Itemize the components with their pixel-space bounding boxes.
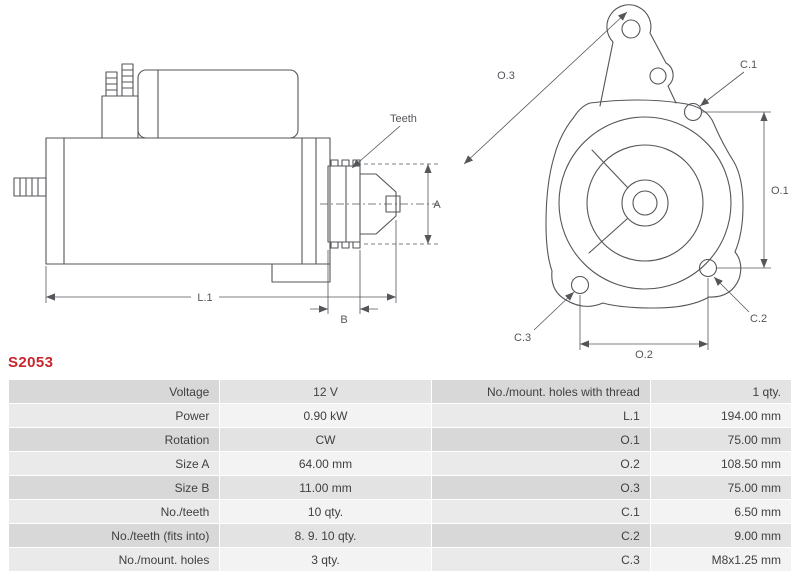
spec-label: O.1 [431, 428, 650, 451]
starter-front-view-drawing: O.3 C.1 O.1 C.2 C.3 O.2 [463, 4, 789, 361]
dim-label-o3: O.3 [497, 70, 515, 82]
spec-value: 11.00 mm [220, 476, 431, 499]
spec-value: 10 qty. [220, 500, 431, 523]
spec-value: 12 V [220, 380, 431, 403]
dim-label-o2: O.2 [635, 349, 653, 361]
spec-value: 3 qty. [220, 548, 431, 571]
mounting-flange-outline [545, 4, 744, 309]
spec-value: 75.00 mm [650, 428, 791, 451]
spec-row: Rotation CW O.1 75.00 mm [9, 428, 791, 451]
spec-value: 194.00 mm [650, 404, 791, 427]
spec-value: M8x1.25 mm [650, 548, 791, 571]
spec-value: CW [220, 428, 431, 451]
spec-label: L.1 [431, 404, 650, 427]
dim-label-c2: C.2 [750, 313, 767, 325]
spec-label: C.1 [431, 500, 650, 523]
dimension-lines [45, 125, 438, 314]
spec-value: 9.00 mm [650, 524, 791, 547]
spec-label: No./teeth [9, 500, 220, 523]
spec-value: 75.00 mm [650, 476, 791, 499]
spec-row: No./mount. holes 3 qty. C.3 M8x1.25 mm [9, 548, 791, 571]
spec-value: 64.00 mm [220, 452, 431, 475]
label-backplate [492, 68, 520, 82]
spec-value: 6.50 mm [650, 500, 791, 523]
spec-label: Size A [9, 452, 220, 475]
spec-value: 108.50 mm [650, 452, 791, 475]
spec-row: Voltage 12 V No./mount. holes with threa… [9, 380, 791, 403]
spec-label: No./teeth (fits into) [9, 524, 220, 547]
spec-label: Rotation [9, 428, 220, 451]
spec-label: Power [9, 404, 220, 427]
spec-label: C.2 [431, 524, 650, 547]
spec-label: O.3 [431, 476, 650, 499]
teeth-label: Teeth [390, 113, 417, 125]
dim-label-b: B [340, 314, 347, 326]
spec-label: No./mount. holes [9, 548, 220, 571]
dim-label-a: A [433, 199, 441, 211]
spec-label: C.3 [431, 548, 650, 571]
dimension-lines [463, 11, 771, 350]
spec-value: 8. 9. 10 qty. [220, 524, 431, 547]
part-number: S2053 [8, 354, 54, 371]
dim-label-c3: C.3 [514, 332, 531, 344]
starter-side-view-drawing: L.1 B A Teeth [13, 63, 441, 326]
spec-label: O.2 [431, 452, 650, 475]
spec-label: Size B [9, 476, 220, 499]
dim-label-c1: C.1 [740, 59, 757, 71]
spec-row: Size A 64.00 mm O.2 108.50 mm [9, 452, 791, 475]
spec-value: 0.90 kW [220, 404, 431, 427]
spec-row: No./teeth (fits into) 8. 9. 10 qty. C.2 … [9, 524, 791, 547]
spec-row: No./teeth 10 qty. C.1 6.50 mm [9, 500, 791, 523]
starter-motor-outline [13, 63, 401, 283]
spec-label: No./mount. holes with thread [431, 380, 650, 403]
dim-label-l1: L.1 [197, 292, 212, 304]
spec-label: Voltage [9, 380, 220, 403]
spec-value: 1 qty. [650, 380, 791, 403]
spec-row: Size B 11.00 mm O.3 75.00 mm [9, 476, 791, 499]
label-backplate [191, 290, 219, 304]
spec-row: Power 0.90 kW L.1 194.00 mm [9, 404, 791, 427]
specs-table: Voltage 12 V No./mount. holes with threa… [8, 379, 792, 572]
dim-label-o1: O.1 [771, 185, 789, 197]
